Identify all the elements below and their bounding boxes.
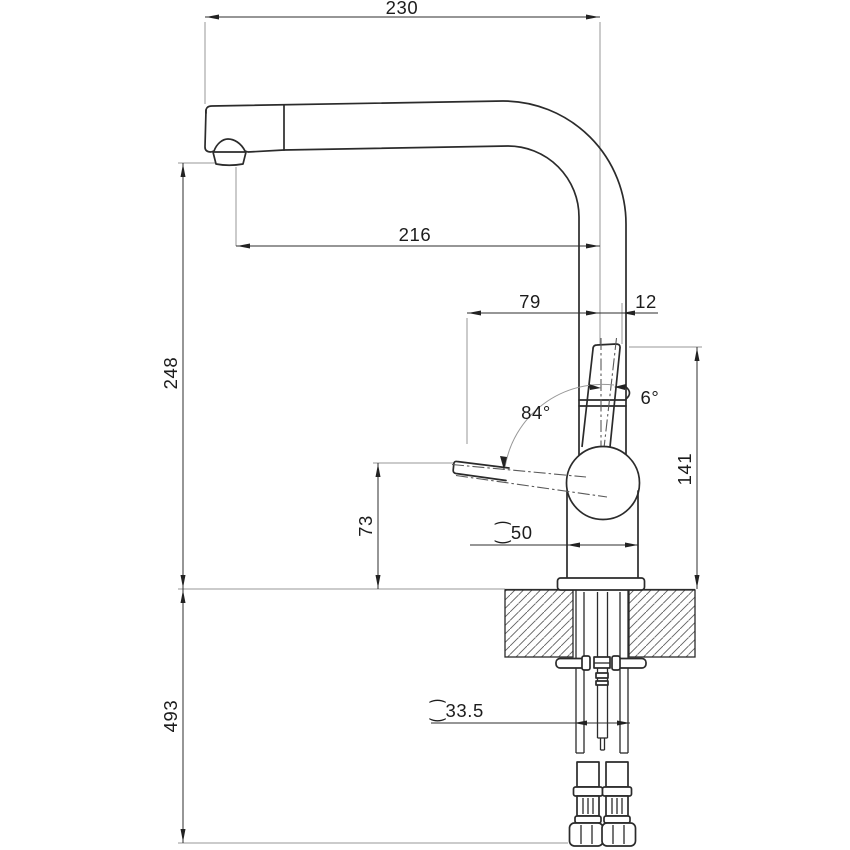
angle-indicators	[500, 383, 626, 470]
dim-body-height: 141	[674, 453, 695, 486]
counter-left-block	[504, 589, 574, 658]
dim-handle-swing-angle: 84°	[521, 402, 551, 423]
dim-spout-reach: 216	[399, 224, 432, 245]
ball-joint	[565, 445, 641, 521]
spout-inner-contour	[283, 145, 580, 457]
dimension-arrowheads	[180, 14, 700, 842]
spout-head	[204, 109, 285, 153]
cartridge-detent	[625, 386, 631, 400]
dimension-labels: 230 216 79 12 248 493 73 141 ⁐50 ⁐33.5 8…	[160, 0, 695, 732]
extension-lines	[178, 22, 702, 844]
counter-right-block	[628, 589, 696, 658]
threaded-stud	[596, 592, 609, 751]
dim-under-deck-length: 493	[160, 700, 181, 733]
dim-cartridge-tilt-angle: 6°	[641, 387, 660, 408]
hose-hex-nut-right	[601, 822, 637, 847]
dim-base-diameter: ⁐50	[494, 522, 532, 544]
dim-height-above-deck: 248	[160, 357, 181, 390]
dimension-lines	[182, 16, 698, 843]
dim-handle-reach: 79	[519, 291, 541, 312]
base-flange	[556, 577, 646, 591]
faucet-body	[204, 100, 646, 591]
dim-cartridge-offset: 12	[635, 291, 657, 312]
dim-spout-overall-width: 230	[386, 0, 419, 18]
handle-lever	[452, 460, 510, 482]
dim-hole-diameter: ⁐33.5	[429, 700, 484, 722]
dim-handle-height: 73	[355, 515, 376, 537]
mounting-hardware	[555, 655, 647, 686]
supply-hoses	[555, 590, 647, 847]
hose-end-fittings	[568, 761, 637, 847]
lever-axis-lower	[455, 474, 608, 498]
handle-swing-arc	[504, 383, 615, 468]
aerator	[212, 151, 247, 167]
spout-outer-contour	[205, 100, 627, 455]
lever-axis-upper	[451, 463, 587, 478]
counter-section	[504, 588, 696, 658]
hose-hex-nut-left	[568, 822, 604, 847]
